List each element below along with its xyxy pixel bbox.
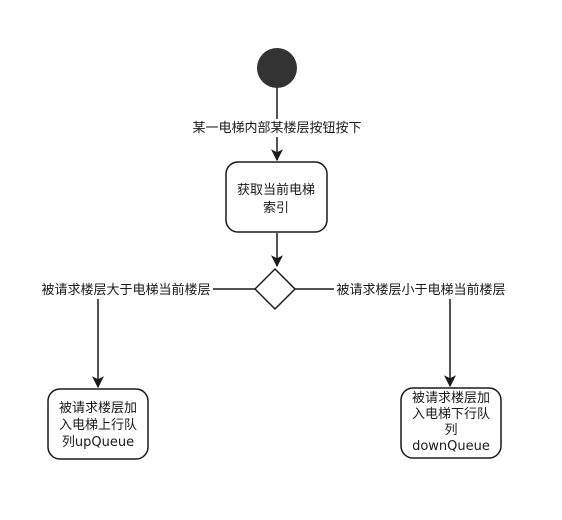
edge-label-bg-start — [189, 119, 364, 137]
node-down-queue-label-4: downQueue — [412, 439, 490, 454]
node-up-queue-label-2: 入电梯上行队 — [59, 418, 137, 433]
edge-label-decision-to-up: 被请求楼层大于电梯当前楼层 — [41, 282, 210, 298]
edge-label-start-to-index: 某一电梯内部某楼层按钮按下 — [192, 120, 361, 136]
node-get-index-label-1: 获取当前电梯 — [237, 182, 315, 198]
edge-label-bg-up — [38, 281, 213, 299]
node-down-queue — [400, 387, 502, 459]
node-down-queue-label-1: 被请求楼层加 — [412, 391, 490, 406]
node-down-queue-label-3: 列 — [444, 423, 457, 438]
node-get-index-label-2: 索引 — [263, 201, 289, 216]
node-get-index — [225, 161, 328, 233]
edge-label-bg-down — [334, 281, 509, 299]
edge-decision-to-up — [92, 288, 255, 389]
node-up-queue — [47, 388, 149, 460]
edge-decision-to-down — [295, 288, 456, 388]
node-up-queue-label-1: 被请求楼层加 — [59, 401, 137, 416]
node-down-queue-label-2: 入电梯下行队 — [412, 407, 490, 422]
node-up-queue-label-3: 列upQueue — [62, 435, 134, 450]
edge-label-decision-to-down: 被请求楼层小于电梯当前楼层 — [336, 282, 505, 298]
initial-state-node — [257, 48, 297, 88]
decision-diamond — [253, 267, 297, 311]
